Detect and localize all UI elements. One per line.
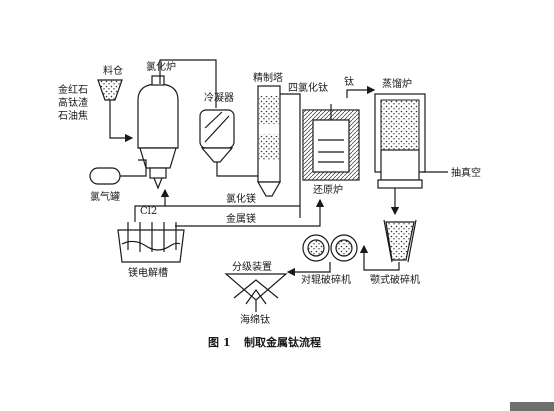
pipe-to-classifier bbox=[286, 262, 331, 277]
classifier-label: 分级装置 bbox=[232, 260, 272, 273]
distillation-furnace bbox=[374, 93, 448, 189]
condenser-label: 冷凝器 bbox=[204, 91, 234, 104]
figure-title: 制取金属钛流程 bbox=[244, 335, 321, 349]
mg-metal-line bbox=[175, 198, 325, 227]
sponge-ti-label: 海绵钛 bbox=[240, 313, 270, 326]
electrolytic-cell bbox=[117, 222, 185, 263]
chlorine-tank bbox=[89, 159, 147, 185]
mgcl2-label: 氯化镁 bbox=[226, 192, 256, 205]
hopper-label: 料仓 bbox=[103, 64, 123, 77]
cl2-label: Cl2 bbox=[140, 206, 157, 217]
feed-material-label-3: 石油焦 bbox=[58, 109, 88, 122]
refining-tower bbox=[256, 85, 282, 197]
reduction-furnace-label: 还原炉 bbox=[313, 184, 343, 196]
ticl4-pipe bbox=[280, 93, 301, 218]
distillation-furnace-label: 蒸馏炉 bbox=[382, 77, 412, 90]
hopper bbox=[97, 79, 134, 143]
jaw-crusher-label: 颚式破碎机 bbox=[370, 273, 420, 286]
classifier bbox=[224, 273, 288, 312]
electrolytic-cell-label: 镁电解槽 bbox=[128, 266, 168, 279]
ticl4-label: 四氯化钛 bbox=[288, 81, 328, 94]
chlorine-tank-label: 氯气罐 bbox=[90, 190, 120, 203]
mg-metal-label: 金属镁 bbox=[226, 212, 256, 225]
vacuum-label: 抽真空 bbox=[451, 166, 481, 179]
cl2-return-line bbox=[134, 188, 170, 222]
figure-number: 图 1 bbox=[208, 336, 230, 349]
titanium-pipe bbox=[346, 85, 376, 98]
chlorinator-label: 氯化炉 bbox=[146, 60, 176, 73]
feed-material-label-1: 金红石 bbox=[58, 83, 88, 96]
titanium-label: 钛 bbox=[344, 76, 354, 88]
feed-material-label-2: 高钛渣 bbox=[58, 96, 88, 109]
condenser bbox=[199, 109, 235, 163]
jaw-crusher bbox=[383, 219, 417, 263]
roller-crusher-label: 对辊破碎机 bbox=[301, 273, 351, 286]
gas-pipe-to-condenser bbox=[159, 59, 217, 108]
roller-crusher bbox=[302, 234, 358, 262]
corner-tab bbox=[510, 402, 554, 411]
refining-tower-label: 精制塔 bbox=[253, 71, 283, 84]
pipe-to-roller-crusher bbox=[359, 244, 400, 271]
reduction-furnace bbox=[302, 104, 360, 181]
chlorinator bbox=[137, 75, 179, 190]
